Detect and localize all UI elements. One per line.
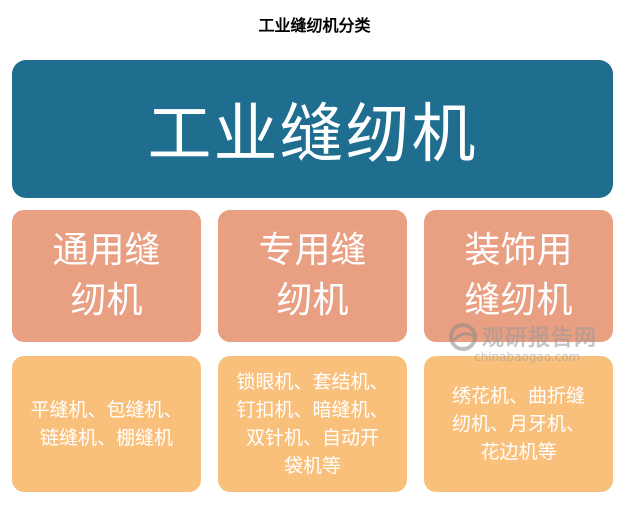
detail-special-line-4: 袋机等 bbox=[283, 455, 341, 477]
category-special-line-1: 专用缝 bbox=[258, 230, 367, 271]
detail-decorative-line-3: 花边机等 bbox=[480, 441, 557, 463]
watermark-text-en: chinabaogao.com bbox=[474, 350, 581, 364]
diagram-title: 工业缝纫机分类 bbox=[258, 16, 371, 35]
detail-decorative: 绣花机、曲折缝 纫机、月牙机、 花边机等 bbox=[424, 356, 613, 492]
detail-decorative-line-2: 纫机、月牙机、 bbox=[451, 413, 585, 435]
watermark-logo-icon bbox=[449, 323, 477, 351]
detail-general: 平缝机、包缝机、 链缝机、棚缝机 bbox=[12, 356, 201, 492]
watermark: 观研报告网 chinabaogao.com bbox=[448, 320, 618, 370]
category-decorative-line-2: 缝纫机 bbox=[464, 280, 573, 321]
watermark-text-cn: 观研报告网 bbox=[482, 326, 598, 351]
detail-special: 锁眼机、套结机、 钉扣机、暗缝机、 双针机、自动开 袋机等 bbox=[218, 356, 407, 492]
detail-general-line-1: 平缝机、包缝机、 bbox=[30, 399, 183, 421]
detail-decorative-line-1: 绣花机、曲折缝 bbox=[451, 385, 585, 407]
detail-general-line-2: 链缝机、棚缝机 bbox=[39, 427, 173, 449]
category-decorative-line-1: 装饰用 bbox=[464, 230, 573, 271]
root-node: 工业缝纫机 bbox=[12, 60, 613, 198]
detail-special-line-2: 钉扣机、暗缝机、 bbox=[236, 399, 389, 421]
category-special: 专用缝 纫机 bbox=[218, 210, 407, 342]
root-label: 工业缝纫机 bbox=[147, 98, 478, 172]
category-decorative: 装饰用 缝纫机 bbox=[424, 210, 613, 342]
category-general-line-1: 通用缝 bbox=[52, 230, 161, 271]
category-general-line-2: 纫机 bbox=[70, 280, 143, 321]
category-special-line-2: 纫机 bbox=[276, 280, 349, 321]
detail-special-line-3: 双针机、自动开 bbox=[245, 427, 379, 449]
detail-special-line-1: 锁眼机、套结机、 bbox=[236, 371, 389, 393]
category-general: 通用缝 纫机 bbox=[12, 210, 201, 342]
